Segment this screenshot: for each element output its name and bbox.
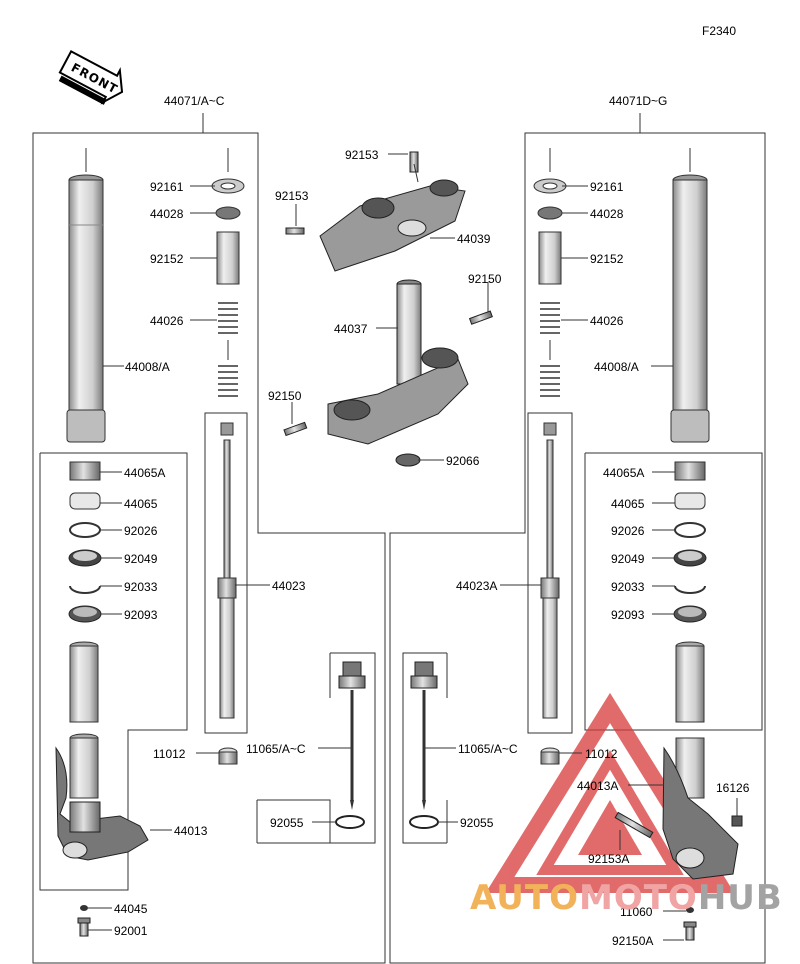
figure-code: F2340 — [702, 24, 737, 38]
upper-triple-clamp — [285, 151, 466, 272]
label-92152-right: 92152 — [590, 252, 624, 266]
label-44065a-right: 44065A — [603, 466, 645, 480]
label-92033-right: 92033 — [611, 580, 645, 594]
label-44008-left: 44008/A — [125, 360, 170, 374]
label-44065-left: 44065 — [124, 497, 158, 511]
right-lower-box — [584, 452, 763, 731]
label-92161-left: 92161 — [150, 180, 184, 194]
label-92150a: 92150A — [612, 934, 654, 948]
label-11060: 11060 — [620, 905, 653, 919]
label-44023a: 44023A — [456, 579, 498, 593]
label-92066: 92066 — [446, 454, 480, 468]
label-92055-right: 92055 — [460, 816, 494, 830]
label-92049-right: 92049 — [611, 552, 645, 566]
label-44028-left: 44028 — [150, 207, 184, 221]
label-44013: 44013 — [174, 824, 208, 838]
label-92150-left: 92150 — [268, 389, 302, 403]
right-cartridge-box — [527, 412, 573, 734]
label-44026-right: 44026 — [590, 314, 624, 328]
left-outer-tube — [66, 148, 106, 443]
left-bushings — [68, 461, 102, 623]
left-column-parts — [211, 148, 245, 765]
watermark-text: AUTOMOTOHUB — [470, 878, 783, 918]
left-inner-tube — [69, 641, 99, 799]
label-92153-left: 92153 — [275, 189, 309, 203]
label-44037: 44037 — [334, 322, 368, 336]
label-92055-left: 92055 — [270, 816, 304, 830]
label-92026-right: 92026 — [611, 524, 645, 538]
label-44023: 44023 — [272, 579, 306, 593]
left-lower-box — [39, 452, 188, 891]
left-damper-rod — [335, 661, 366, 829]
right-inner-tube — [675, 641, 705, 799]
label-11065-left: 11065/A~C — [246, 742, 306, 756]
label-11065-right: 11065/A~C — [458, 742, 518, 756]
watermark-part2: MOTO — [578, 878, 698, 918]
right-assy-frame — [389, 113, 766, 964]
label-92153a: 92153A — [588, 852, 630, 866]
label-44039: 44039 — [457, 232, 491, 246]
watermark-part1: AUTO — [470, 878, 579, 918]
right-damper-box — [402, 652, 447, 844]
label-92001: 92001 — [114, 924, 148, 938]
label-92152-left: 92152 — [150, 252, 184, 266]
label-44028-right: 44028 — [590, 207, 624, 221]
label-assy-left: 44071/A~C — [164, 94, 225, 108]
right-bushings — [673, 461, 707, 623]
left-cartridge-box — [204, 412, 248, 734]
label-assy-right: 44071D~G — [609, 94, 668, 108]
steering-stem — [283, 279, 493, 467]
label-11012-right: 11012 — [585, 747, 618, 761]
label-44065a-left: 44065A — [124, 466, 166, 480]
assembly-frames — [32, 113, 766, 964]
label-92049-left: 92049 — [124, 552, 158, 566]
right-column-parts — [533, 148, 567, 765]
label-92026-left: 92026 — [124, 524, 158, 538]
label-44026-left: 44026 — [150, 314, 184, 328]
label-44045: 44045 — [114, 902, 148, 916]
label-11012-left: 11012 — [153, 747, 186, 761]
label-92161-right: 92161 — [590, 180, 624, 194]
label-92153-top: 92153 — [345, 148, 379, 162]
leader-lines — [88, 153, 738, 941]
right-damper-rod — [409, 661, 439, 829]
left-bolts — [77, 905, 91, 937]
label-44008-right: 44008/A — [594, 360, 639, 374]
label-44065-right: 44065 — [611, 497, 645, 511]
label-92093-right: 92093 — [611, 608, 645, 622]
right-outer-tube — [670, 148, 710, 443]
right-axle-bracket — [614, 746, 743, 941]
left-assy-frame — [32, 132, 258, 964]
watermark-part3: HUB — [697, 878, 783, 918]
label-44013a: 44013A — [577, 779, 619, 793]
front-arrow: FRONT — [58, 49, 124, 105]
label-92033-left: 92033 — [124, 580, 158, 594]
label-16126: 16126 — [716, 781, 750, 795]
label-92093-left: 92093 — [124, 608, 158, 622]
label-92150-right: 92150 — [468, 272, 502, 286]
left-axle-bracket — [55, 746, 149, 861]
